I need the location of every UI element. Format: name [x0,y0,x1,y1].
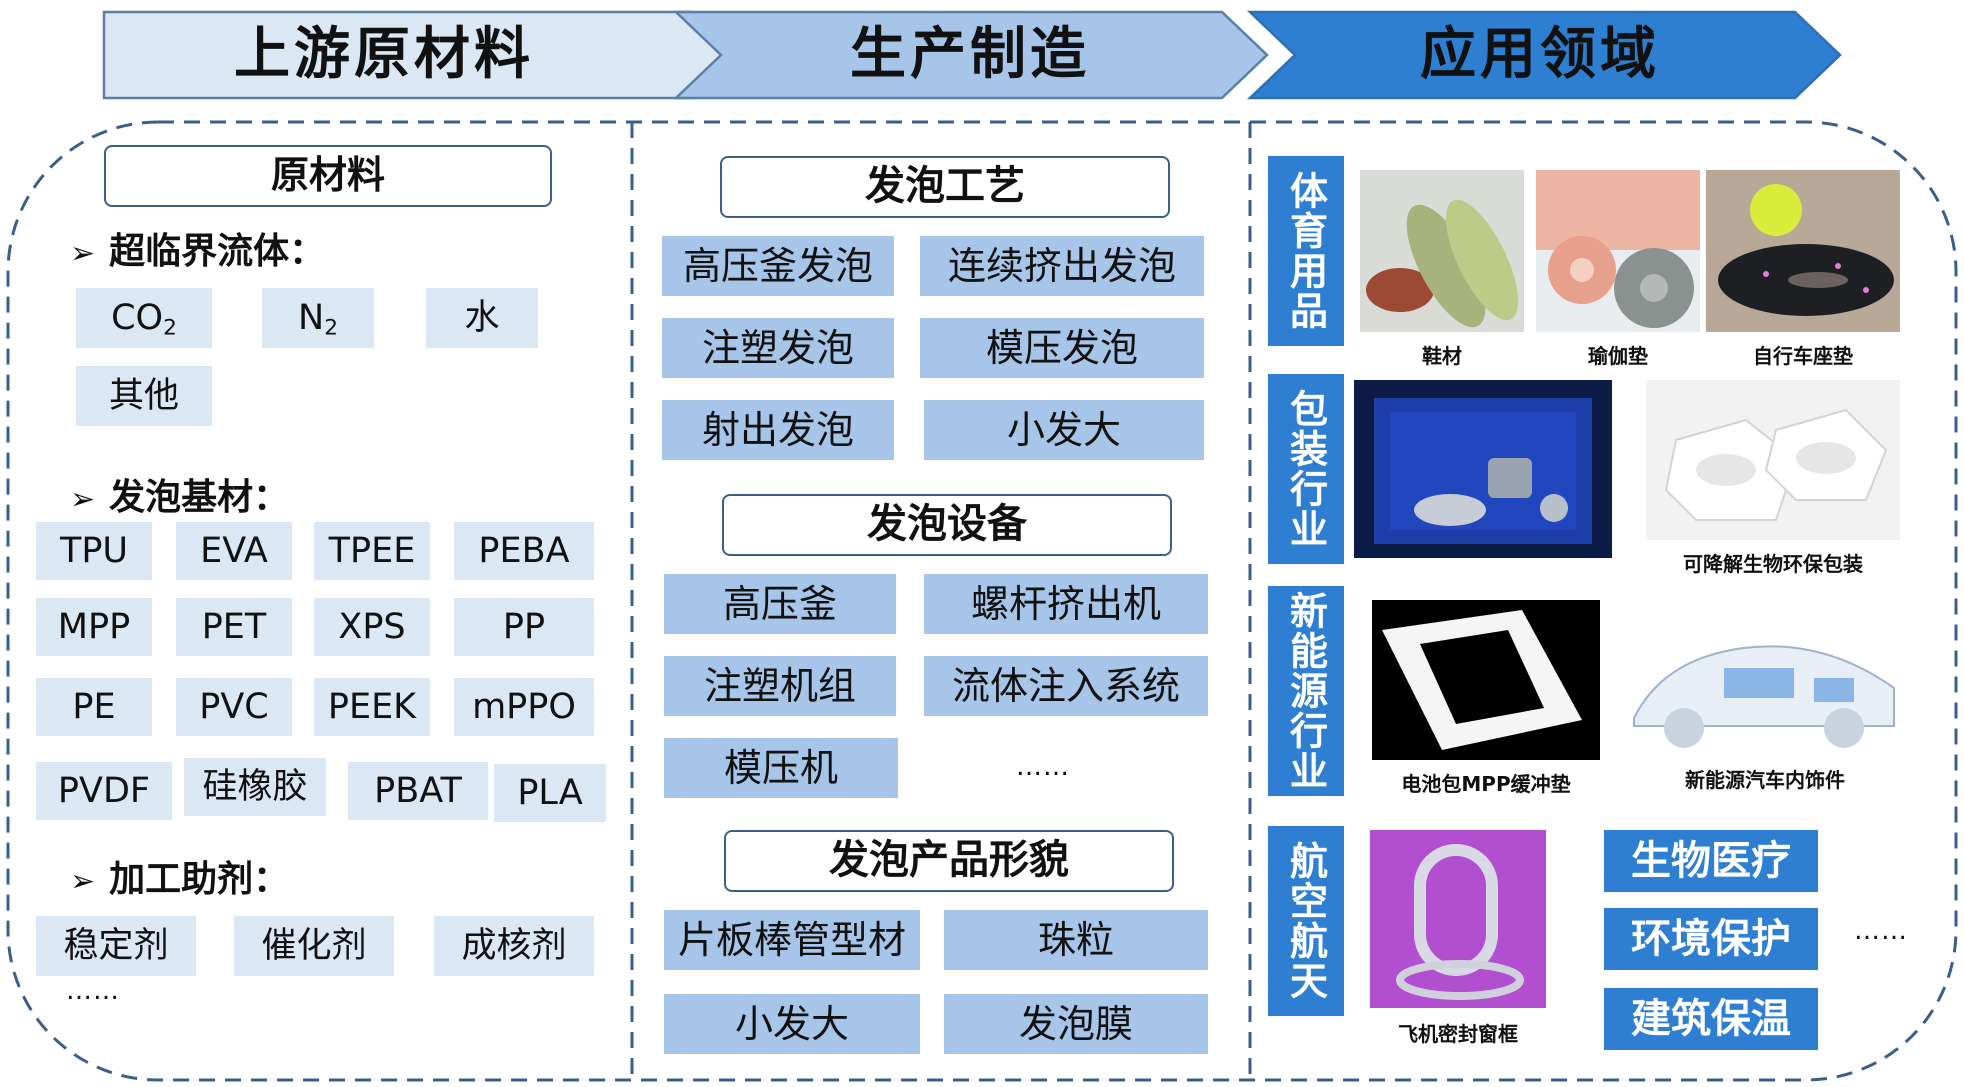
application-building-insulation: 建筑保温 [1604,988,1818,1050]
process-tile: 注塑发泡 [662,318,894,378]
section-foam-substrate: ➢发泡基材： [70,477,290,518]
category-packaging: 包装行业 [1268,374,1344,564]
fluid-other: 其他 [76,366,212,426]
equipment-tile: 螺杆挤出机 [924,574,1208,634]
chevron-stage-3 [1246,10,1842,100]
biodegradable-packaging-image [1646,380,1900,540]
equipment-tile: 高压釜 [664,574,896,634]
process-tile: 高压釜发泡 [662,236,894,296]
substrate-tile: PET [176,598,292,656]
raw-material-title: 原材料 [104,145,552,207]
substrate-tile: PLA [494,764,606,822]
caption-shoe: 鞋材 [1422,344,1462,368]
equipment-title: 发泡设备 [722,494,1172,556]
ev-interior-image [1624,608,1906,758]
section-additives: ➢加工助剂： [70,859,290,900]
substrate-tile: EVA [176,522,292,580]
process-tile: 射出发泡 [662,400,894,460]
substrate-tile: TPU [36,522,152,580]
caption-saddle: 自行车座垫 [1753,344,1853,368]
fluid-co2: CO2 [76,288,212,348]
substrate-tile: PEEK [314,678,430,736]
application-biomedical: 生物医疗 [1604,830,1818,892]
caption-eco-packaging: 可降解生物环保包装 [1683,552,1863,576]
stage-title-application: 应用领域 [1420,22,1660,87]
substrate-tile: PP [454,598,594,656]
section-supercritical-fluid: ➢超临界流体： [70,231,326,272]
additive-tile: 催化剂 [234,916,394,976]
product-tile: 小发大 [664,994,920,1054]
process-tile: 连续挤出发泡 [920,236,1204,296]
product-tile: 片板棒管型材 [664,910,920,970]
product-tile: 珠粒 [944,910,1208,970]
additive-tile: 稳定剂 [36,916,196,976]
equipment-more-ellipsis: …… [1016,752,1070,782]
substrate-tile: PBAT [348,762,488,820]
substrate-tile: MPP [36,598,152,656]
stage-title-manufacturing: 生产制造 [850,22,1090,87]
yoga-mat-image [1536,170,1700,332]
substrate-tile: PVC [176,678,292,736]
substrate-tile: PEBA [454,522,594,580]
aircraft-window-frame-image [1370,830,1546,1008]
caption-battery-pad: 电池包MPP缓冲垫 [1401,772,1571,796]
chevron-stage-2 [672,10,1269,100]
caption-ev-interior: 新能源汽车内饰件 [1685,768,1845,792]
caption-yoga: 瑜伽垫 [1588,344,1648,368]
product-title: 发泡产品形貌 [724,830,1174,892]
substrate-tile: TPEE [314,522,430,580]
fluid-n2: N2 [262,288,374,348]
equipment-tile: 注塑机组 [664,656,896,716]
header-chevrons [102,10,1842,100]
category-new-energy: 新能源行业 [1268,586,1344,796]
substrate-tile: mPPO [454,678,594,736]
process-title: 发泡工艺 [720,156,1170,218]
substrate-tile: 硅橡胶 [184,758,326,816]
process-tile: 模压发泡 [920,318,1204,378]
battery-mpp-pad-image [1372,600,1600,760]
application-more-ellipsis: …… [1854,916,1908,946]
category-aerospace: 航空航天 [1268,826,1344,1016]
substrate-tile: PVDF [36,762,172,820]
packaging-box-image [1354,380,1612,558]
raw-more-ellipsis: …… [66,976,120,1006]
substrate-tile: XPS [314,598,430,656]
fluid-water: 水 [426,288,538,348]
shoe-material-image [1360,170,1524,332]
caption-aircraft-window: 飞机密封窗框 [1398,1022,1518,1046]
product-tile: 发泡膜 [944,994,1208,1054]
equipment-tile: 流体注入系统 [924,656,1208,716]
substrate-tile: PE [36,678,152,736]
application-environment: 环境保护 [1604,908,1818,970]
bike-saddle-image [1706,170,1900,332]
equipment-tile: 模压机 [664,738,898,798]
process-tile: 小发大 [924,400,1204,460]
additive-tile: 成核剂 [434,916,594,976]
stage-title-upstream: 上游原材料 [234,22,534,87]
category-sports: 体育用品 [1268,156,1344,346]
